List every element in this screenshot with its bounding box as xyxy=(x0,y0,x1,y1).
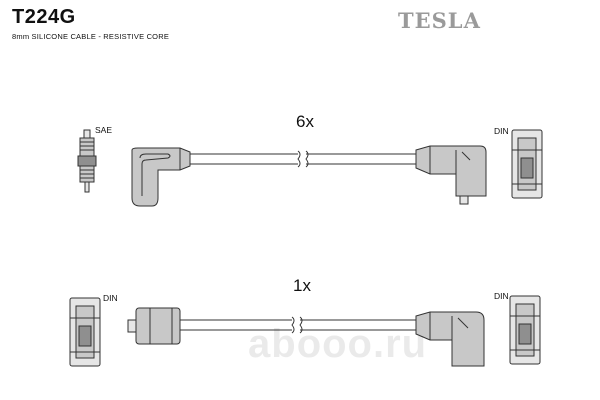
din-terminal-icon xyxy=(509,295,541,365)
watermark: abooo.ru xyxy=(248,322,428,366)
din-terminal-icon xyxy=(69,297,101,367)
angled-boot-right-top xyxy=(415,145,487,205)
straight-boot-left-bottom xyxy=(127,307,181,345)
angled-boot-right-bottom xyxy=(415,311,485,367)
quantity-bottom: 1x xyxy=(293,276,311,295)
part-number: T224G xyxy=(12,6,76,28)
label-sae: SAE xyxy=(95,125,113,135)
din-terminal-icon xyxy=(511,129,543,199)
cable-bottom xyxy=(180,316,416,334)
quantity-top: 6x xyxy=(296,112,314,131)
brand-logo: TESLA xyxy=(398,8,481,33)
cable-top xyxy=(190,150,416,168)
cable-description: 8mm SILICONE CABLE - RESISTIVE CORE xyxy=(12,32,170,41)
label-din-top-right: DIN xyxy=(494,126,509,136)
angled-boot-left-top xyxy=(131,147,191,207)
label-din-bottom-right: DIN xyxy=(494,291,509,301)
label-din-bottom-left: DIN xyxy=(103,293,118,303)
spark-plug-icon xyxy=(77,129,97,193)
